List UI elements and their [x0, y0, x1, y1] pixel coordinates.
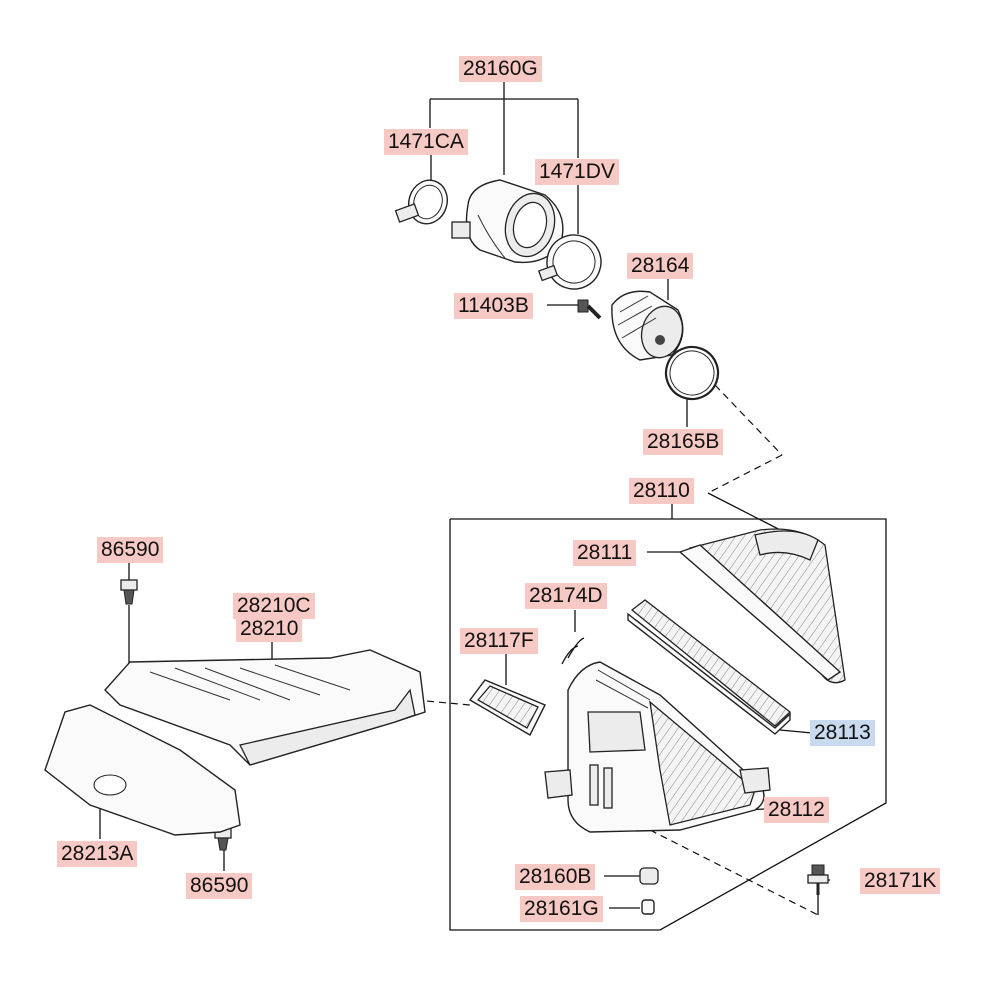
callout-28161G: 28161G [520, 896, 603, 922]
callout-1471CA: 1471CA [384, 129, 468, 155]
callout-28112: 28112 [764, 797, 829, 823]
gasket-28117F [468, 679, 546, 736]
callout-28210: 28210 [236, 616, 303, 642]
callout-28110: 28110 [629, 478, 694, 504]
bolt-11403B [577, 299, 602, 320]
callout-28210C: 28210C [233, 593, 315, 619]
callout-28160G: 28160G [459, 56, 542, 82]
oring-28165B [664, 345, 720, 401]
clip-28174D [561, 637, 585, 665]
callout-28117F: 28117F [460, 628, 538, 654]
leader-lines [99, 81, 887, 931]
callout-28174D: 28174D [525, 583, 607, 609]
callout-1471DV: 1471DV [535, 159, 619, 185]
callout-28113: 28113 [810, 720, 875, 746]
sensor-28164 [611, 290, 684, 361]
callout-86590-bottom: 86590 [186, 873, 253, 899]
mount-28160B [639, 867, 659, 915]
callout-28160B: 28160B [515, 864, 596, 890]
callout-86590-top: 86590 [97, 537, 164, 563]
clip-86590-top [120, 579, 138, 605]
filter-28113 [627, 599, 792, 735]
callout-28164: 28164 [627, 253, 694, 279]
case-28112 [544, 661, 771, 833]
callout-28111: 28111 [573, 540, 637, 566]
hose-28160G [451, 179, 564, 264]
clamp-1471DV [537, 234, 602, 290]
duct-28210 [104, 649, 426, 766]
bolt-28171K [807, 864, 829, 895]
callout-11403B: 11403B [454, 293, 533, 319]
duct-28213A [44, 704, 241, 836]
cover-28111 [678, 528, 846, 684]
clamp-1471CA [394, 179, 449, 225]
callout-28213A: 28213A [57, 841, 138, 867]
callout-28171K: 28171K [860, 868, 941, 894]
callout-28165B: 28165B [643, 429, 724, 455]
